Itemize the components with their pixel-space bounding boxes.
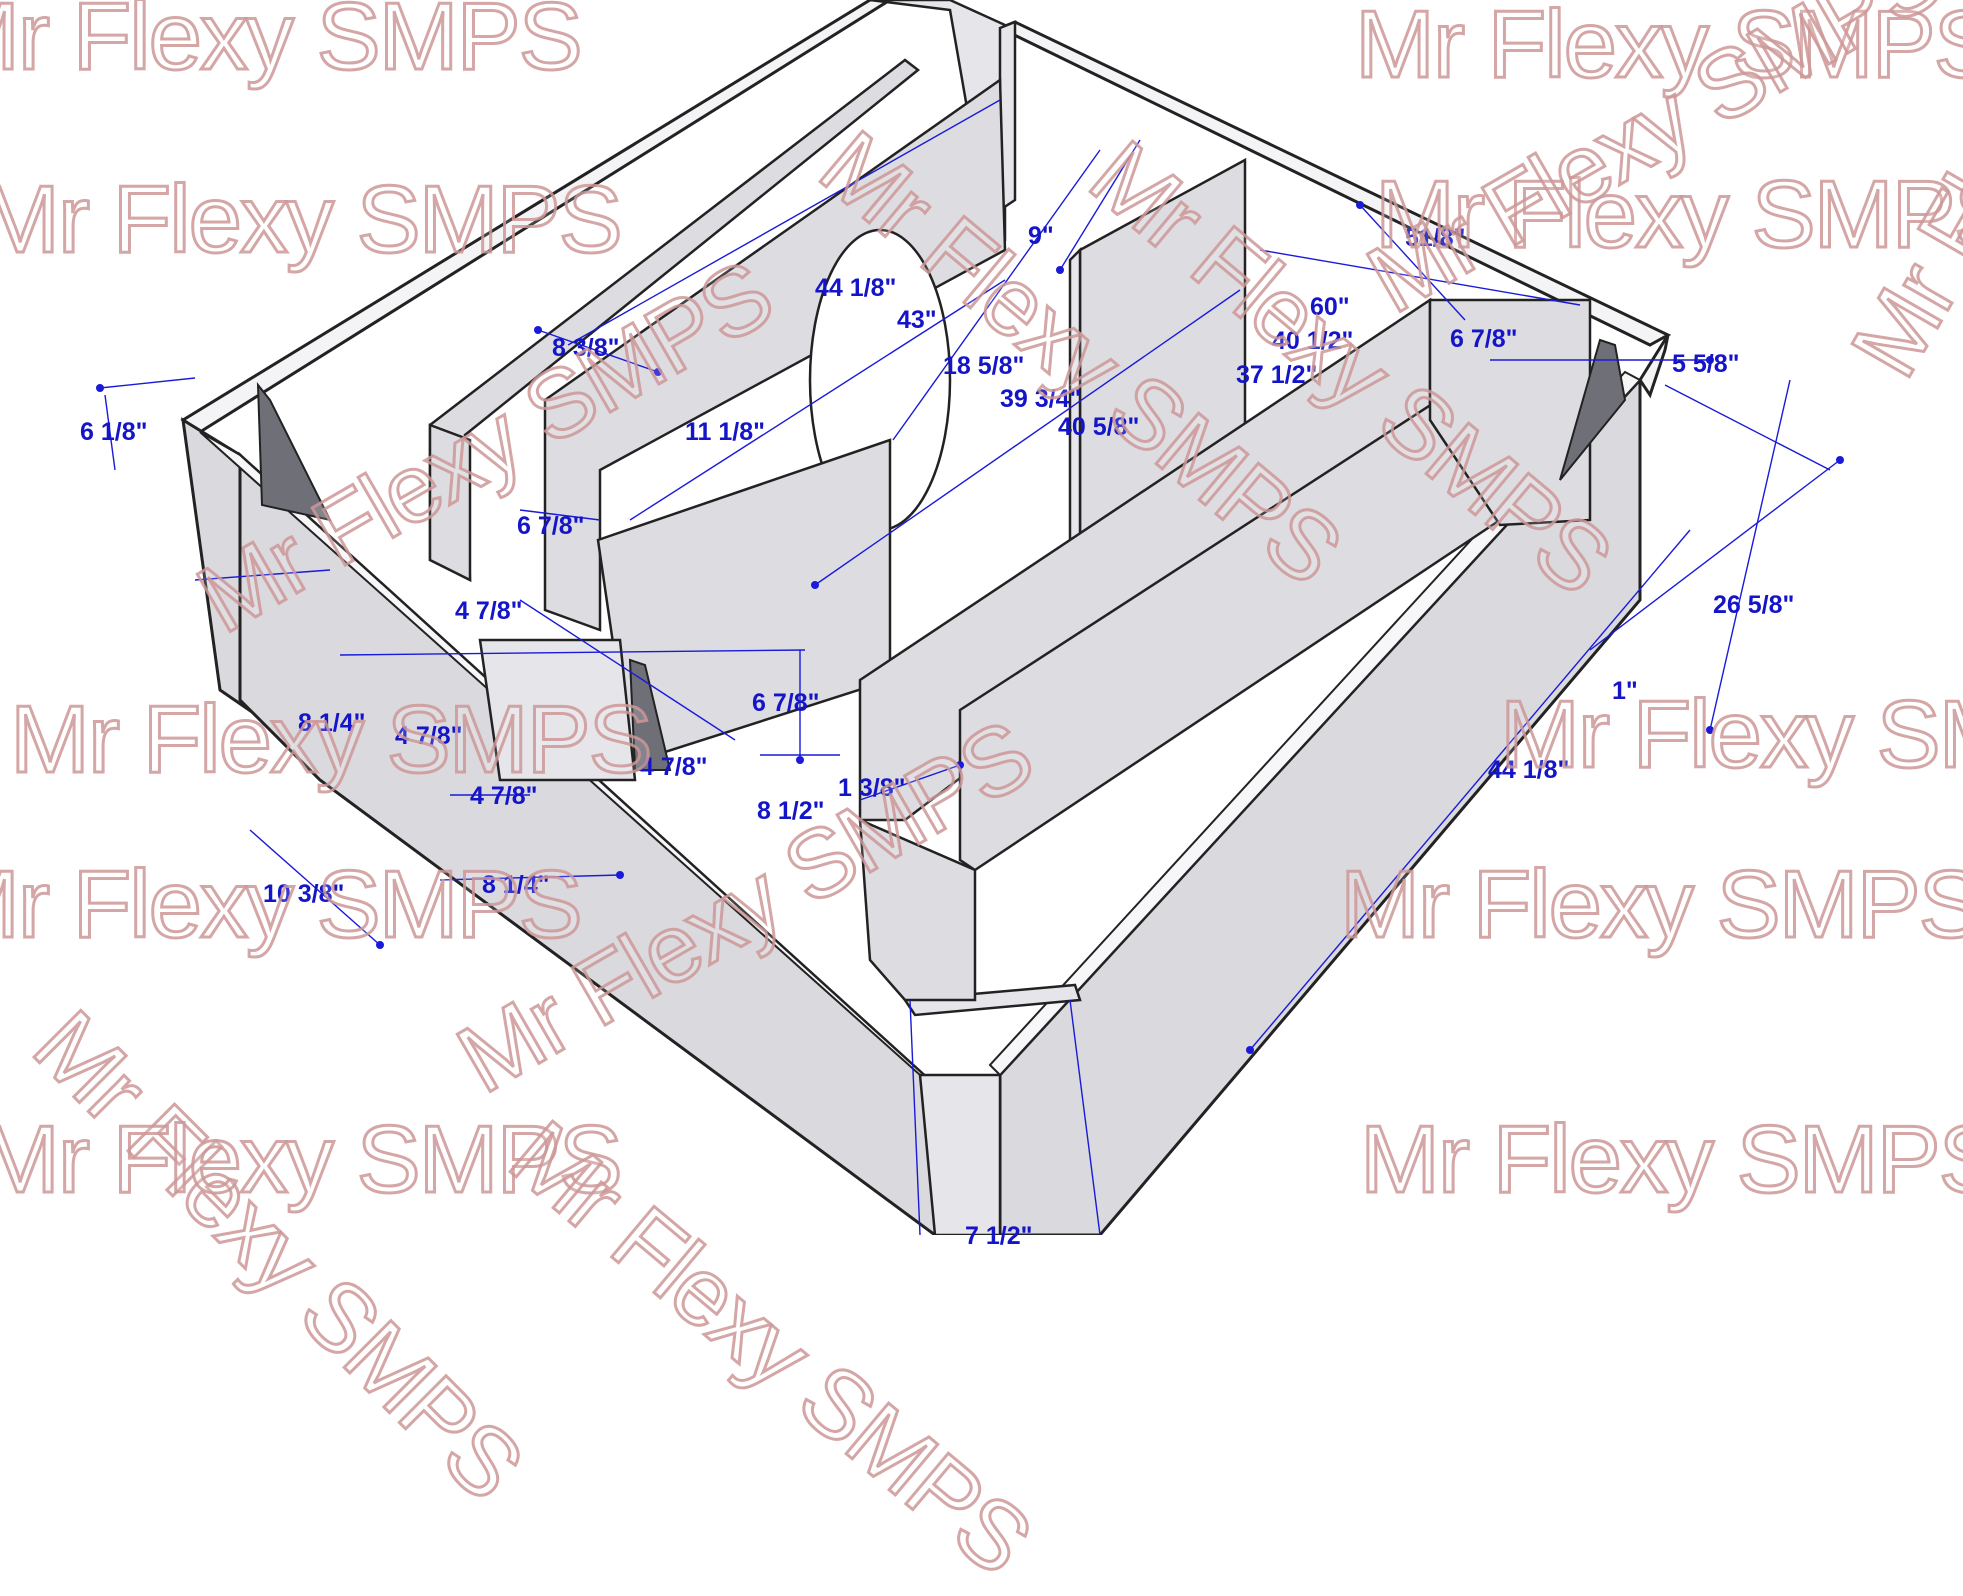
watermark-text: Mr Flexy SMPS: [1359, 1105, 1963, 1215]
dimension-lines: [99, 99, 1841, 1235]
dim-label: 8 1/4": [298, 709, 366, 737]
enclosure-diagram: [96, 0, 1844, 1235]
front-right-end: [918, 1073, 1002, 1235]
dim-label: 8 3/8": [552, 334, 620, 362]
dim-label: 7 1/2": [965, 1222, 1033, 1250]
watermark-text: Mr Flexy SMPS: [1499, 680, 1963, 790]
dim-label: 4 7/8": [395, 722, 463, 750]
dim-label: 51/8": [1405, 224, 1466, 252]
dim-label: 44 1/8": [815, 274, 897, 302]
watermark-text: Mr Flexy SMPS: [0, 165, 624, 275]
dim-label: 6 1/8": [80, 418, 148, 446]
right-wall-top: [1638, 334, 1670, 399]
dimension-arrows: [96, 201, 1844, 1054]
dim-label: 4 7/8": [470, 782, 538, 810]
watermark-text: Mr Flexy SMPS: [9, 685, 655, 795]
left-corner-brace: [256, 382, 332, 522]
right-wall-top-edge: [988, 370, 1642, 1077]
dim-label: 4 7/8": [640, 753, 708, 781]
dim-label: 60": [1310, 293, 1350, 321]
watermark-text: Mr Flexy SMPS: [1354, 0, 1963, 100]
dim-label: 11 1/8": [685, 418, 765, 446]
internal-baffles: [256, 58, 1627, 1017]
dim-label: 6 7/8": [752, 689, 820, 717]
watermark-text: Mr Flexy SMPS: [1374, 160, 1963, 270]
baffle-2: [543, 77, 1007, 632]
dim-label: 6 7/8": [517, 512, 585, 540]
left-small-partition: [478, 638, 637, 782]
dim-label: 9": [1028, 222, 1054, 250]
dim-label: 10 3/8": [263, 880, 345, 908]
dim-label: 44 1/8": [1488, 756, 1570, 784]
small-dark-brace: [628, 658, 672, 771]
watermark-text: Mr Flexy SMPS: [1339, 850, 1963, 960]
dim-label: 8 1/4": [482, 871, 550, 899]
dim-label: 5 5/8": [1672, 350, 1740, 378]
right-inner-panel: [1428, 298, 1592, 527]
dim-label: 18 5/8": [943, 352, 1025, 380]
dim-label: 1 3/8": [838, 774, 906, 802]
bottom-center-panel: [858, 818, 977, 1002]
dim-label: 43": [897, 306, 937, 334]
watermark-text: Mr Flexy SMPS: [0, 1105, 624, 1215]
dim-label: 26 5/8": [1713, 591, 1795, 619]
watermark-text: Mr Flexy SMPS: [0, 0, 584, 92]
dim-label: 6 7/8": [1450, 325, 1518, 353]
dim-label: 1": [1612, 677, 1638, 705]
dim-label: 39 3/4": [1000, 385, 1082, 413]
dim-label: 40 5/8": [1058, 413, 1140, 441]
dim-label: 40 1/2": [1272, 327, 1354, 355]
dim-label: 37 1/2": [1236, 361, 1318, 389]
watermark-text: Mr Flexy SMPS: [0, 850, 584, 960]
dim-label: 4 7/8": [455, 597, 523, 625]
baffle-right-b: [958, 357, 1502, 872]
left-compartment-wall: [428, 423, 472, 583]
dim-label: 8 1/2": [757, 797, 825, 825]
right-corner-brace: [1559, 338, 1627, 481]
front-bottom-brace: [902, 983, 1082, 1017]
